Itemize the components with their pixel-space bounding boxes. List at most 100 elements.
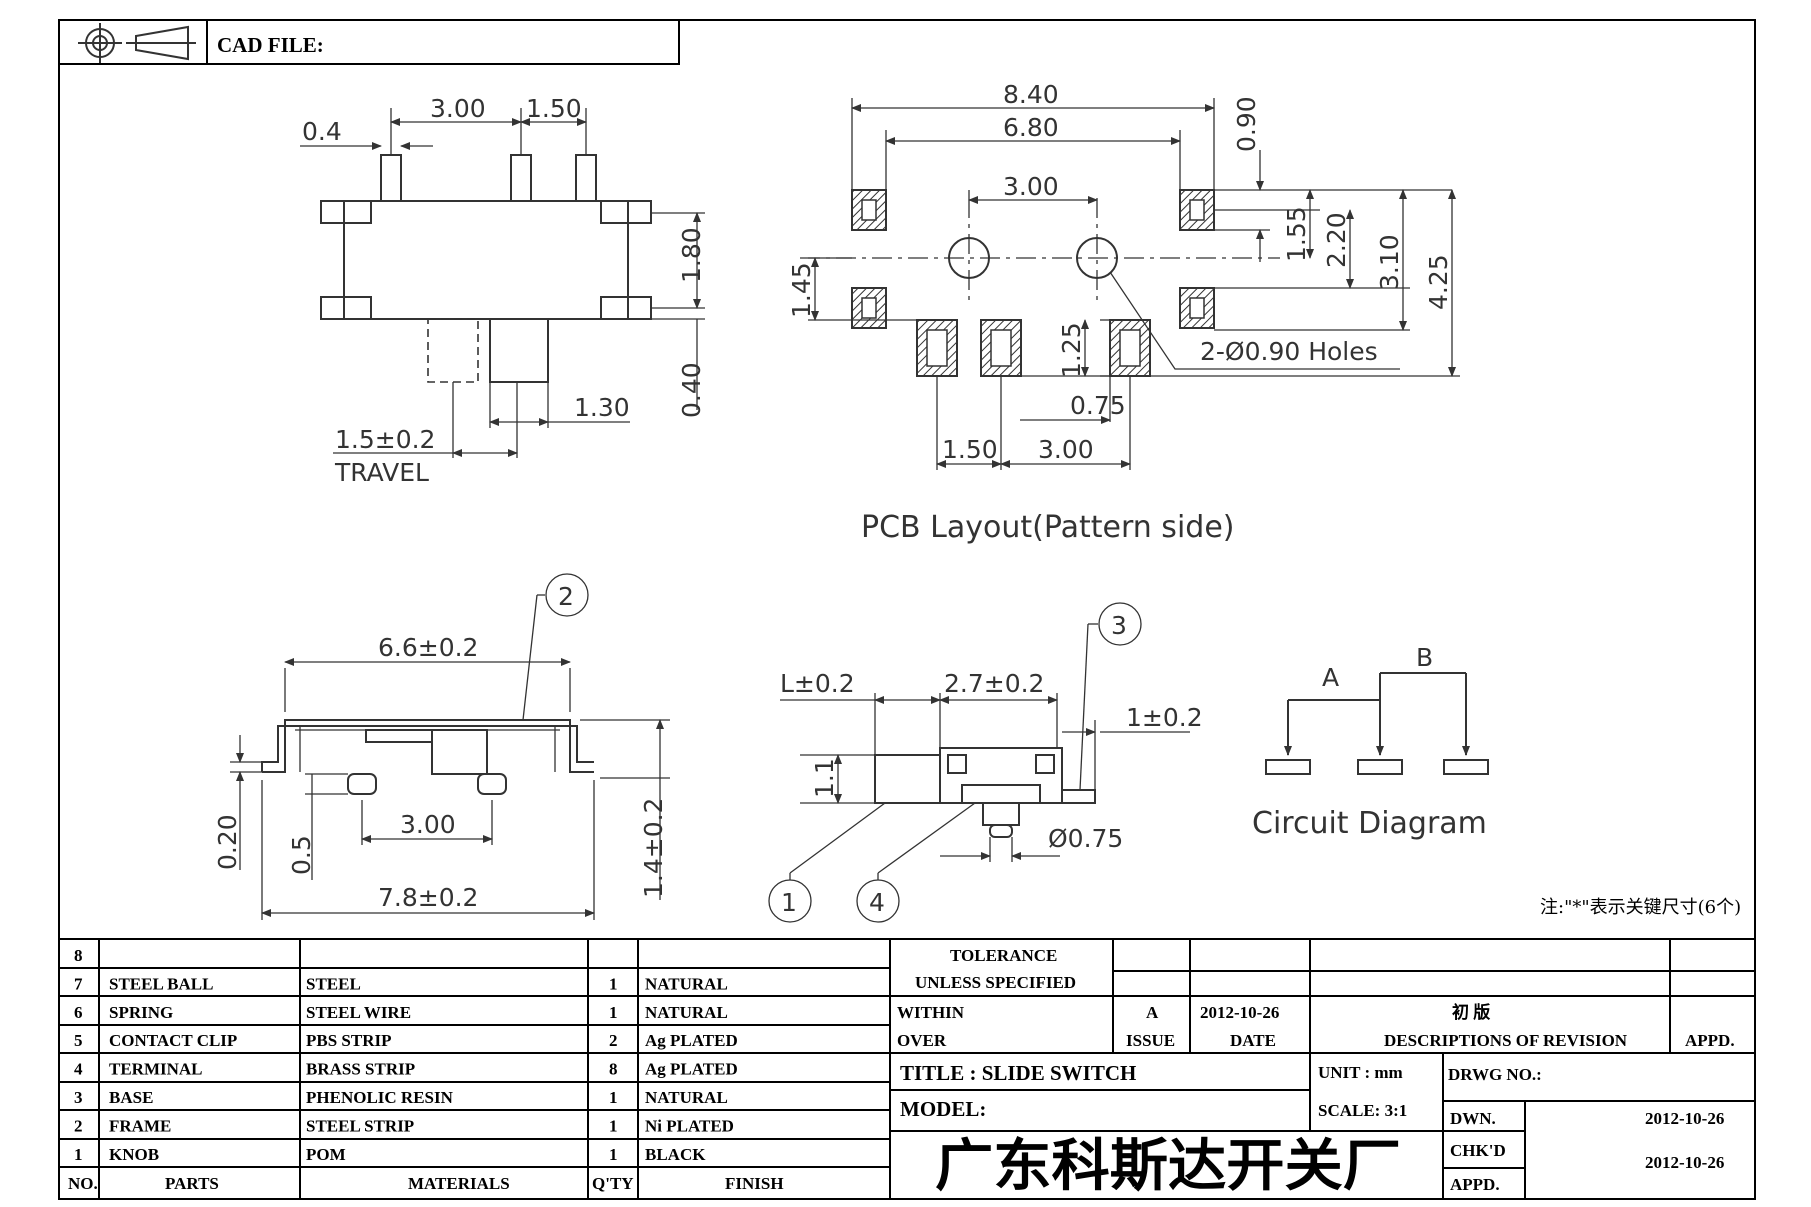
dim-pin-width: 0.4 xyxy=(302,117,342,146)
dim-knob-height: 0.40 xyxy=(677,362,706,418)
sheet-border xyxy=(58,19,1756,1200)
parts-row-5-col-3: 2 xyxy=(609,1031,618,1050)
callout-3: 4 xyxy=(869,888,885,917)
parts-row-7-col-2: STEEL xyxy=(306,974,361,993)
parts-row-2-col-4: Ni PLATED xyxy=(645,1116,734,1135)
pcb-layout-title: PCB Layout(Pattern side) xyxy=(861,510,1234,545)
dim-155: 1.55 xyxy=(1282,206,1311,262)
header-block: CAD FILE: xyxy=(58,19,680,65)
dim-front-pitch: 3.00 xyxy=(400,810,456,839)
tb-unless: UNLESS SPECIFIED xyxy=(915,973,1076,992)
callout-1: 1 xyxy=(781,888,797,917)
pcb-layout: 8.40 6.80 3.00 0.90 1.55 2.20 3.10 4.25 … xyxy=(787,80,1460,545)
dim-220: 2.20 xyxy=(1322,212,1351,268)
projection-symbol-icon xyxy=(78,23,196,63)
callout-2-circle xyxy=(545,573,589,617)
tb-chkd-date: 2012-10-26 xyxy=(1645,1153,1724,1172)
tb-model: MODEL: xyxy=(900,1097,986,1121)
dim-125: 1.25 xyxy=(1057,322,1086,378)
parts-row-3-col-3: 1 xyxy=(609,1088,618,1107)
tb-drwg-no: DRWG NO.: xyxy=(1448,1065,1542,1084)
parts-row-2-col-1: FRAME xyxy=(109,1116,171,1135)
parts-row-4-col-0: 4 xyxy=(74,1060,83,1079)
parts-row-8-no: 8 xyxy=(74,946,83,965)
parts-row-4-col-3: 8 xyxy=(609,1060,618,1079)
parts-row-2-col-0: 2 xyxy=(74,1116,83,1135)
hdr-qty: Q'TY xyxy=(592,1174,634,1193)
parts-row-3-col-0: 3 xyxy=(74,1088,83,1107)
tb-issue-hdr: ISSUE xyxy=(1126,1031,1175,1050)
tb-date-val: 2012-10-26 xyxy=(1200,1003,1279,1022)
dim-front-height: 1.4±0.2 xyxy=(639,798,668,898)
tb-title: TITLE : SLIDE SWITCH xyxy=(900,1061,1136,1085)
tb-appd: APPD. xyxy=(1450,1175,1500,1194)
parts-row-1-col-2: POM xyxy=(306,1145,346,1164)
parts-row-5-col-4: Ag PLATED xyxy=(645,1031,738,1050)
dim-425: 4.25 xyxy=(1424,254,1453,310)
tb-date-hdr: DATE xyxy=(1230,1031,1276,1050)
dim-145: 1.45 xyxy=(787,262,816,318)
parts-row-3-col-4: NATURAL xyxy=(645,1088,728,1107)
dim-150: 1.50 xyxy=(942,435,998,464)
bottom-table xyxy=(59,938,1755,1199)
dim-height: 1.80 xyxy=(677,227,706,283)
circuit-caption: Circuit Diagram xyxy=(1252,806,1487,841)
tb-unit: UNIT : mm xyxy=(1318,1063,1403,1082)
dim-side-l: L±0.2 xyxy=(780,669,855,698)
front-view: 6.6±0.2 7.8±0.2 3.00 1.4±0.2 0.20 0.5 2 xyxy=(213,573,670,920)
parts-row-6-col-2: STEEL WIRE xyxy=(306,1003,411,1022)
dim-300: 3.00 xyxy=(1038,435,1094,464)
parts-row-1-col-1: KNOB xyxy=(109,1145,159,1164)
callout-4-circle xyxy=(1098,602,1142,646)
dim-knob-width: 1.30 xyxy=(574,393,630,422)
callout-1-circle xyxy=(768,879,812,923)
parts-row-4-col-4: Ag PLATED xyxy=(645,1060,738,1079)
circuit-diagram: A B Circuit Diagram xyxy=(1252,643,1489,841)
travel-label: TRAVEL xyxy=(334,458,429,487)
parts-row-3-col-2: PHENOLIC RESIN xyxy=(306,1088,454,1107)
tb-chkd: CHK'D xyxy=(1450,1141,1506,1160)
tb-scale: SCALE: 3:1 xyxy=(1318,1101,1407,1120)
dim-front-bottom-width: 7.8±0.2 xyxy=(378,883,478,912)
dim-side-dia: Ø0.75 xyxy=(1048,824,1123,853)
parts-row-6-col-1: SPRING xyxy=(109,1003,173,1022)
side-view: L±0.2 2.7±0.2 1±0.2 1.1 Ø0.75 1 4 3 xyxy=(768,602,1203,923)
parts-row-7-col-1: STEEL BALL xyxy=(109,974,213,993)
parts-row-2-col-2: STEEL STRIP xyxy=(306,1116,414,1135)
top-view: 3.00 1.50 0.4 1.80 0.40 1.30 1.5±0.2 TRA… xyxy=(300,94,706,487)
tb-dwn: DWN. xyxy=(1450,1109,1496,1128)
parts-row-7-col-3: 1 xyxy=(609,974,618,993)
tb-tolerance: TOLERANCE xyxy=(950,946,1057,965)
tb-dwn-date: 2012-10-26 xyxy=(1645,1109,1724,1128)
callout-2: 2 xyxy=(558,582,574,611)
parts-row-5-col-2: PBS STRIP xyxy=(306,1031,392,1050)
hdr-materials: MATERIALS xyxy=(408,1174,510,1193)
key-dimension-note: 注:"*"表示关键尺寸(6个) xyxy=(1540,897,1741,918)
dim-pcb-outer-width: 8.40 xyxy=(1003,80,1059,109)
tb-over: OVER xyxy=(897,1031,947,1050)
tb-issue-val: A xyxy=(1146,1003,1159,1022)
dim-pitch1: 3.00 xyxy=(430,94,486,123)
parts-row-7-col-4: NATURAL xyxy=(645,974,728,993)
parts-row-6-col-4: NATURAL xyxy=(645,1003,728,1022)
circuit-label-b: B xyxy=(1416,643,1433,672)
company-name: 广东科斯达开关厂 xyxy=(935,1134,1401,1199)
parts-row-3-col-1: BASE xyxy=(109,1088,153,1107)
dim-front-top-width: 6.6±0.2 xyxy=(378,633,478,662)
parts-row-2-col-3: 1 xyxy=(609,1116,618,1135)
parts-row-7-col-0: 7 xyxy=(74,974,83,993)
hdr-finish: FINISH xyxy=(725,1174,784,1193)
dim-pitch2: 1.50 xyxy=(526,94,582,123)
dim-pcb-inner-width: 6.80 xyxy=(1003,113,1059,142)
parts-row-4-col-2: BRASS STRIP xyxy=(306,1060,415,1079)
parts-row-1-col-4: BLACK xyxy=(645,1145,706,1164)
tb-within: WITHIN xyxy=(897,1003,965,1022)
holes-label: 2-Ø0.90 Holes xyxy=(1200,337,1378,366)
title-block: TOLERANCE UNLESS SPECIFIED WITHIN OVER A… xyxy=(897,946,1735,1199)
dim-side-w: 2.7±0.2 xyxy=(944,669,1044,698)
hdr-no: NO. xyxy=(68,1174,98,1193)
tb-appd-hdr: APPD. xyxy=(1685,1031,1735,1050)
dim-side-t: 1±0.2 xyxy=(1126,703,1203,732)
